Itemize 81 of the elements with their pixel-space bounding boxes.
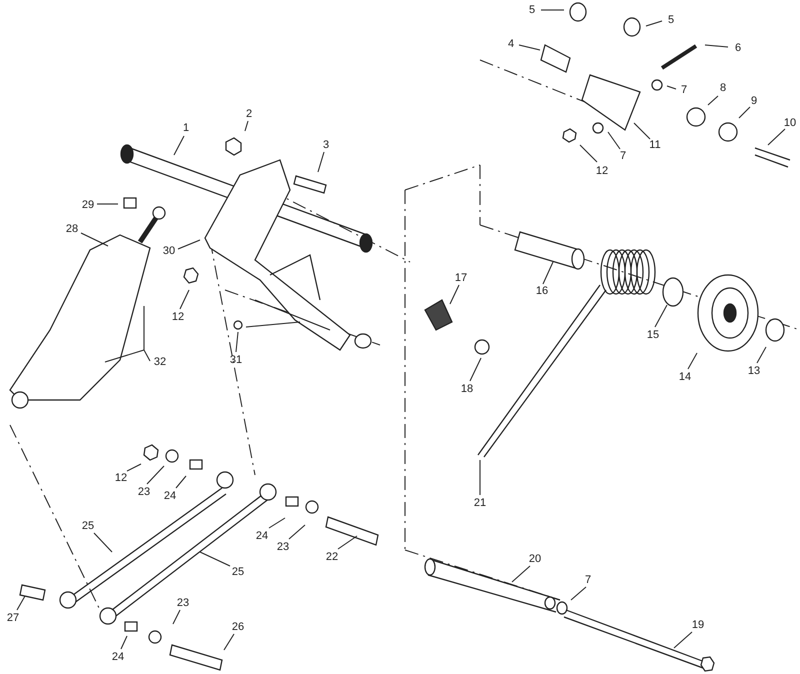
leader-line — [738, 106, 750, 118]
leader-line — [120, 636, 128, 650]
callout-number: 31 — [230, 354, 242, 366]
callout-number: 9 — [750, 95, 758, 107]
leader-line — [104, 306, 150, 362]
callout-number: 10 — [784, 117, 796, 129]
leader-line — [756, 346, 766, 364]
leader-line — [580, 144, 598, 162]
callout-number: 13 — [748, 365, 760, 377]
leader-line — [318, 152, 324, 172]
leader-line — [608, 132, 620, 150]
callout-number: 12 — [172, 311, 184, 323]
leader-line — [268, 518, 286, 528]
callout-number: 24 — [164, 490, 176, 502]
leader-line — [634, 122, 650, 140]
leader-line — [470, 358, 482, 382]
callout-number: 7 — [680, 84, 688, 96]
leader-line — [146, 466, 164, 484]
leader-line — [236, 322, 300, 352]
leader-line — [646, 20, 662, 26]
callout-number: 25 — [232, 566, 244, 578]
leader-line — [80, 232, 108, 246]
callout-number: 23 — [276, 541, 290, 553]
leader-line — [570, 586, 586, 600]
callout-number: 4 — [508, 38, 514, 50]
callout-number: 16 — [536, 285, 548, 297]
callout-number: 6 — [734, 42, 742, 54]
callout-number: 15 — [646, 329, 660, 341]
callout-number: 8 — [720, 82, 726, 94]
leader-line — [338, 536, 358, 550]
callout-number: 28 — [66, 223, 78, 235]
leader-line — [512, 566, 530, 582]
callout-number: 30 — [162, 245, 176, 257]
callout-number: 21 — [474, 497, 486, 509]
leader-line — [450, 284, 460, 304]
callout-number: 11 — [649, 139, 661, 151]
callout-number: 12 — [596, 165, 608, 177]
callout-number: 14 — [678, 371, 692, 383]
leader-line — [200, 552, 230, 566]
callout-number: 18 — [460, 383, 474, 395]
leader-line — [674, 632, 692, 648]
leader-line — [174, 136, 184, 156]
leader-line — [180, 290, 190, 310]
leader-line — [288, 524, 306, 540]
leader-line — [244, 120, 248, 132]
leader-line — [172, 610, 180, 624]
callout-number: 7 — [620, 150, 626, 162]
callout-number: 32 — [154, 356, 166, 368]
leader-line — [126, 464, 142, 472]
callout-number: 12 — [114, 472, 128, 484]
callout-number: 29 — [82, 199, 94, 211]
callout-number: 19 — [692, 619, 704, 631]
callout-number: 27 — [6, 612, 20, 624]
callout-number: 1 — [182, 122, 190, 134]
leader-line — [708, 96, 718, 106]
callout-number: 24 — [112, 651, 124, 663]
leader-line — [704, 44, 728, 48]
callout-number: 17 — [454, 272, 468, 284]
callout-number: 2 — [246, 108, 252, 120]
leader-line — [518, 44, 540, 50]
leader-line — [94, 532, 112, 552]
callout-number: 26 — [232, 621, 244, 633]
callout-number: 23 — [176, 597, 190, 609]
leader-line — [176, 476, 186, 488]
callout-number: 20 — [528, 553, 542, 565]
leader-line — [542, 262, 554, 284]
leader-line — [178, 240, 200, 250]
leader-line — [224, 634, 234, 650]
callout-number: 5 — [668, 14, 674, 26]
callout-number: 7 — [584, 574, 592, 586]
callout-number: 22 — [326, 551, 338, 563]
callout-number: 23 — [138, 486, 150, 498]
callout-number: 24 — [256, 530, 268, 542]
leader-line — [688, 352, 698, 370]
callout-number: 5 — [528, 4, 536, 16]
callout-number: 3 — [322, 139, 330, 151]
leader-line — [654, 304, 668, 328]
callout-number: 25 — [82, 520, 94, 532]
leader-line — [16, 596, 26, 610]
leader-line — [768, 128, 786, 146]
leader-line — [666, 86, 676, 90]
